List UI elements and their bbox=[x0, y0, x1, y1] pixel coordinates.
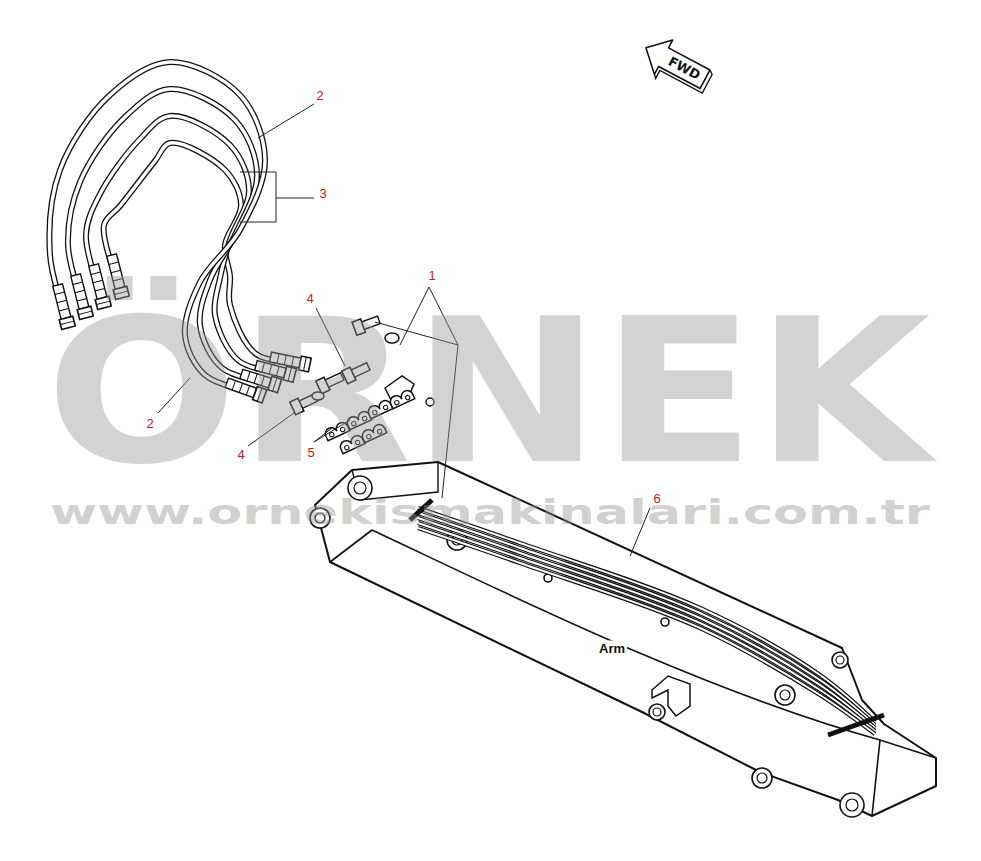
pin-boss bbox=[832, 652, 848, 668]
pin-boss bbox=[775, 685, 795, 705]
leader-line bbox=[240, 172, 276, 222]
arm-edge bbox=[372, 530, 880, 740]
pin-boss bbox=[661, 618, 669, 626]
crimp-mark bbox=[95, 289, 105, 291]
leader-line bbox=[276, 198, 314, 199]
callout-number: 2 bbox=[146, 417, 153, 430]
crimp-mark bbox=[109, 262, 119, 264]
pin-boss bbox=[649, 704, 665, 720]
arm-hose-core bbox=[418, 528, 875, 734]
ferrule bbox=[107, 254, 125, 289]
callout-number: 1 bbox=[428, 269, 435, 282]
watermark: ÖRNEK bbox=[45, 292, 930, 492]
callout-number: 4 bbox=[237, 448, 244, 461]
callout-number: 4 bbox=[306, 292, 313, 305]
pin-boss bbox=[752, 768, 772, 788]
arm-edge bbox=[330, 530, 372, 562]
pin-hole bbox=[846, 799, 858, 811]
pin-hole bbox=[780, 690, 790, 700]
callout-number: 2 bbox=[316, 89, 323, 102]
crimp-mark bbox=[91, 272, 101, 274]
crimp-mark bbox=[93, 280, 103, 282]
callout-number: 5 bbox=[307, 446, 314, 459]
pin-hole bbox=[757, 773, 767, 783]
watermark-url: www.ornekismakinalari.com.tr bbox=[50, 495, 930, 529]
part-name: Arm bbox=[597, 641, 627, 656]
bracket-tab bbox=[652, 676, 690, 716]
arm-hose-outline bbox=[418, 523, 875, 731]
crimp-mark bbox=[113, 279, 123, 281]
direction-arrow: FWD bbox=[637, 31, 714, 97]
pin-hole bbox=[653, 708, 661, 716]
pin-hole bbox=[836, 656, 844, 664]
crimp-mark bbox=[111, 270, 121, 272]
arm-edge bbox=[872, 740, 936, 816]
callout-number: 6 bbox=[653, 492, 660, 505]
arm-hose-outline bbox=[418, 528, 875, 734]
arm-hose-core bbox=[418, 523, 875, 731]
leader-line bbox=[258, 104, 314, 138]
crimp-mark bbox=[73, 282, 83, 284]
callout-number: 3 bbox=[319, 187, 326, 200]
arrow-body bbox=[637, 31, 714, 97]
pin-boss bbox=[840, 793, 864, 817]
hose-end-clamp bbox=[828, 715, 884, 735]
